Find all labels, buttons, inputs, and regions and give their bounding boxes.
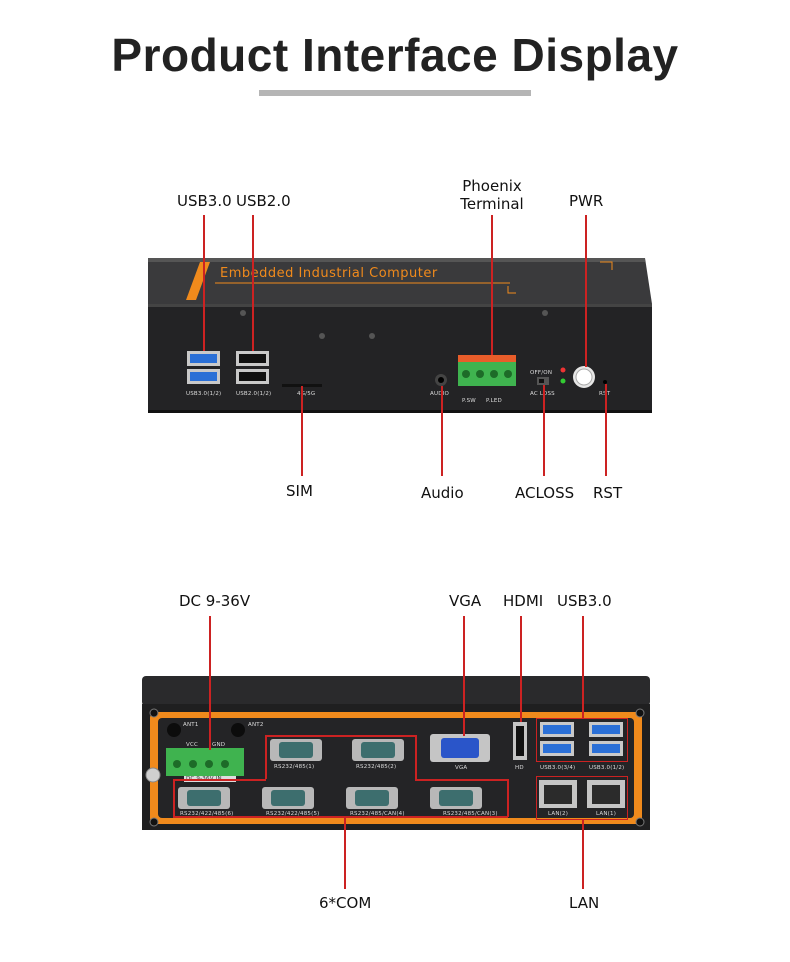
callout-line-audio — [441, 386, 443, 476]
label-vga: VGA — [449, 592, 482, 610]
print-vcc: VCC — [186, 742, 199, 748]
brand-text: Embedded Industrial Computer — [220, 266, 438, 281]
callout-line-rear-usb30 — [582, 616, 584, 718]
label-rst: RST — [593, 484, 623, 502]
print-audio: AUDIO — [430, 391, 449, 397]
callout-line-com — [344, 817, 346, 889]
callout-line-usb30 — [203, 215, 205, 351]
label-front-usb20: USB2.0 — [236, 192, 291, 210]
label-front-usb30: USB3.0 — [177, 192, 232, 210]
print-com5: RS232/422/485(5) — [266, 811, 320, 817]
print-lan2: LAN(2) — [548, 811, 569, 817]
label-audio: Audio — [421, 484, 464, 502]
label-rear-usb30: USB3.0 — [557, 592, 612, 610]
title-underline — [259, 90, 531, 96]
com-bracket-left-lower — [173, 779, 175, 817]
label-hdmi: HDMI — [503, 592, 544, 610]
label-pwr: PWR — [569, 192, 604, 210]
callout-line-sim — [301, 386, 303, 476]
print-lan1: LAN(1) — [596, 811, 617, 817]
print-pled: P.LED — [486, 398, 502, 404]
callout-line-pwr — [585, 215, 587, 367]
print-com6: RS232/422/485(6) — [180, 811, 234, 817]
callout-line-rst — [605, 384, 607, 476]
print-hd: HD — [515, 765, 524, 771]
com-bracket-right-lower — [507, 779, 509, 817]
label-acloss: ACLOSS — [515, 484, 575, 502]
lan-highlight-box — [536, 776, 628, 820]
com-bracket-mid-left — [173, 779, 266, 781]
callout-line-dc — [209, 616, 211, 750]
com-bracket-bottom — [173, 816, 508, 818]
print-usb12: USB3.0(1/2) — [589, 765, 625, 771]
print-ant1: ANT1 — [183, 722, 199, 728]
label-phoenix-line1: Phoenix — [462, 177, 522, 195]
print-sim: 4G/5G — [297, 391, 316, 397]
label-sim: SIM — [286, 482, 313, 500]
print-com4: RS232/485/CAN(4) — [350, 811, 405, 817]
callout-line-lan — [582, 819, 584, 889]
com-bracket-right-upper — [415, 735, 417, 779]
print-gnd: GND — [212, 742, 226, 748]
callout-line-usb20 — [252, 215, 254, 351]
print-ant2: ANT2 — [248, 722, 264, 728]
label-phoenix-line2: Terminal — [460, 195, 524, 213]
print-usb20: USB2.0(1/2) — [236, 391, 272, 397]
callout-line-vga — [463, 616, 465, 736]
com-bracket-mid-right — [415, 779, 507, 781]
print-usb30: USB3.0(1/2) — [186, 391, 222, 397]
callout-line-phoenix — [491, 215, 493, 355]
print-usb34: USB3.0(3/4) — [540, 765, 576, 771]
com-bracket-top — [265, 735, 415, 737]
label-dc: DC 9-36V — [179, 592, 251, 610]
print-com3: RS232/485/CAN(3) — [443, 811, 498, 817]
label-com: 6*COM — [319, 894, 372, 912]
print-com1: RS232/485(1) — [274, 764, 315, 770]
print-rst: RST — [599, 391, 610, 397]
com-bracket-left-upper — [265, 735, 267, 779]
callout-line-acloss — [543, 385, 545, 476]
print-vga: VGA — [455, 765, 468, 771]
page-title: Product Interface Display — [111, 29, 679, 81]
callout-line-hdmi — [520, 616, 522, 722]
print-psw: P.SW — [462, 398, 476, 404]
rear-usb-highlight-box — [536, 718, 628, 762]
print-acloss: AC LOSS — [530, 391, 555, 397]
print-com2: RS232/485(2) — [356, 764, 397, 770]
print-offon: OFF/ON — [530, 370, 553, 376]
label-lan: LAN — [569, 894, 600, 912]
